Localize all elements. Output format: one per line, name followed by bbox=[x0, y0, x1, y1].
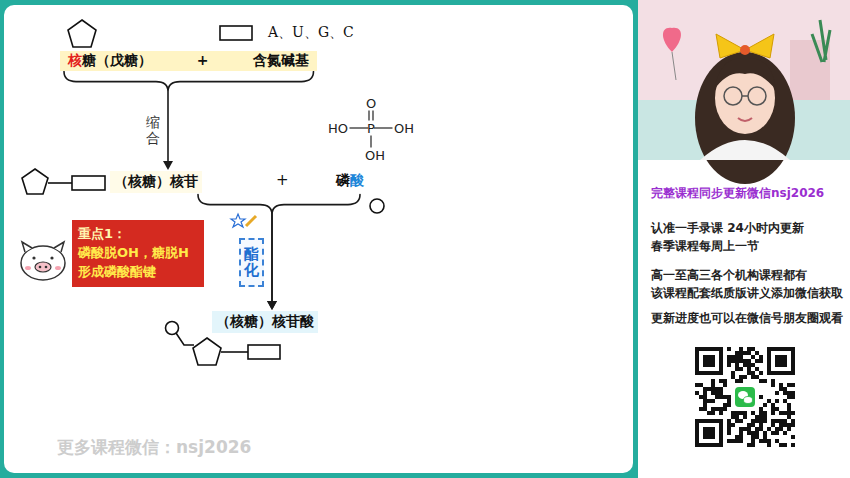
promo-line: 春季课程每周上一节 bbox=[651, 239, 759, 255]
promo-line: 高一至高三各个机构课程都有 bbox=[651, 268, 807, 284]
promo-line: 更新进度也可以在微信号朋友圈观看 bbox=[651, 311, 843, 327]
edge-label: 缩合 bbox=[146, 113, 160, 148]
hair bbox=[695, 52, 795, 184]
pig-blush bbox=[25, 266, 31, 270]
connector bbox=[198, 195, 277, 310]
pig-ears bbox=[22, 242, 64, 252]
promo-line: 该课程配套纸质版讲义添加微信获取 bbox=[651, 286, 843, 302]
base-letters: A、U、G、C bbox=[268, 24, 354, 41]
glycosidic-bond bbox=[48, 182, 72, 184]
connector-line bbox=[272, 195, 360, 302]
single-bond bbox=[374, 127, 393, 128]
double-bond bbox=[372, 111, 373, 121]
pig-nostril bbox=[39, 266, 42, 269]
single-bond bbox=[350, 127, 369, 128]
hair-bow bbox=[716, 34, 774, 58]
qr-code bbox=[695, 347, 795, 447]
glasses bbox=[748, 87, 766, 105]
chemical-bonds bbox=[350, 111, 393, 148]
pentagon-sugar bbox=[22, 169, 48, 194]
oxygen-atom: O bbox=[366, 97, 376, 110]
wechat-bubble bbox=[744, 397, 753, 404]
bangs bbox=[714, 58, 776, 90]
nucleoside-icon bbox=[22, 169, 105, 194]
info-panel bbox=[638, 160, 850, 478]
glasses-bridge bbox=[742, 95, 748, 97]
acid-text: 磷酸 bbox=[336, 171, 364, 191]
plant bbox=[812, 20, 830, 62]
pig-eye bbox=[32, 256, 35, 259]
glycosidic-bond bbox=[221, 351, 248, 353]
single-bond bbox=[370, 136, 371, 148]
pig-snout bbox=[35, 262, 51, 272]
hydroxyl-group: HO bbox=[328, 122, 348, 135]
arrow-head bbox=[163, 161, 173, 170]
arrow-head bbox=[267, 301, 277, 310]
nucleoside-text: （核糖）核苷 bbox=[114, 172, 198, 192]
slide-panel bbox=[4, 5, 633, 473]
connector bbox=[267, 195, 360, 310]
ester-bond bbox=[176, 333, 194, 345]
glasses bbox=[724, 87, 742, 105]
key-point-box: 重点1：磷酸脱OH，糖脱H 形成磷酸酯键 bbox=[72, 220, 204, 287]
pentagon-sugar bbox=[193, 338, 221, 365]
connector bbox=[64, 72, 313, 170]
connector-line bbox=[64, 72, 313, 162]
bow-knot bbox=[740, 45, 750, 55]
wechat-logo bbox=[735, 387, 755, 407]
hydroxyl-group: OH bbox=[365, 149, 385, 162]
qr-logo-ground bbox=[733, 385, 757, 409]
phosphorus-atom: P bbox=[367, 122, 375, 135]
teacher-video bbox=[638, 0, 850, 184]
reaction-label: 酯化 bbox=[239, 238, 264, 287]
sugar-base-band: 核糖（戊糖） + 含氮碱基 bbox=[60, 51, 317, 71]
band-text: 核糖（戊糖） + 含氮碱基 bbox=[68, 51, 309, 71]
watermark: 更多课程微信：nsj2026 bbox=[57, 436, 251, 458]
star-pencil-icon bbox=[231, 214, 256, 227]
nucleotide-text: （核糖）核苷酸 bbox=[216, 312, 314, 332]
pig-eye bbox=[50, 256, 53, 259]
connector-line bbox=[198, 195, 272, 302]
pentagon-sugar bbox=[68, 20, 96, 47]
balloon-string bbox=[672, 52, 676, 80]
hydroxyl-group: OH bbox=[394, 122, 414, 135]
phosphate-circle bbox=[166, 322, 179, 335]
nucleotide-label: （核糖）核苷酸 bbox=[212, 311, 318, 333]
phosphate-circle bbox=[370, 199, 384, 213]
plus-sign: + bbox=[276, 171, 289, 189]
mouth bbox=[738, 118, 752, 121]
qr-background bbox=[691, 343, 799, 451]
nucleoside-label: （核糖）核苷 bbox=[110, 171, 202, 193]
promo-line: 完整课程同步更新微信nsj2026 bbox=[651, 186, 824, 202]
phosphoric-acid-label: 磷酸 bbox=[336, 171, 364, 191]
base-rect bbox=[72, 176, 105, 190]
heart-balloon bbox=[663, 28, 681, 52]
pig-icon bbox=[21, 242, 65, 280]
star-icon bbox=[231, 214, 245, 227]
base-rect bbox=[220, 26, 252, 40]
key-body: 磷酸脱OH，糖脱H 形成磷酸酯键 bbox=[78, 244, 198, 282]
double-bond bbox=[368, 111, 369, 121]
ribose-base-icons bbox=[68, 20, 252, 47]
qr-code-area bbox=[691, 343, 799, 451]
pig-face bbox=[21, 246, 65, 280]
pig-nostril bbox=[45, 266, 48, 269]
promo-line: 认准一手录课 24小时内更新 bbox=[651, 221, 804, 237]
arrow-head bbox=[267, 301, 277, 310]
pig-blush bbox=[55, 266, 61, 270]
base-rect bbox=[248, 345, 280, 359]
pencil-icon bbox=[246, 216, 256, 226]
shirt bbox=[700, 140, 790, 160]
key-heading: 重点1： bbox=[78, 225, 198, 244]
